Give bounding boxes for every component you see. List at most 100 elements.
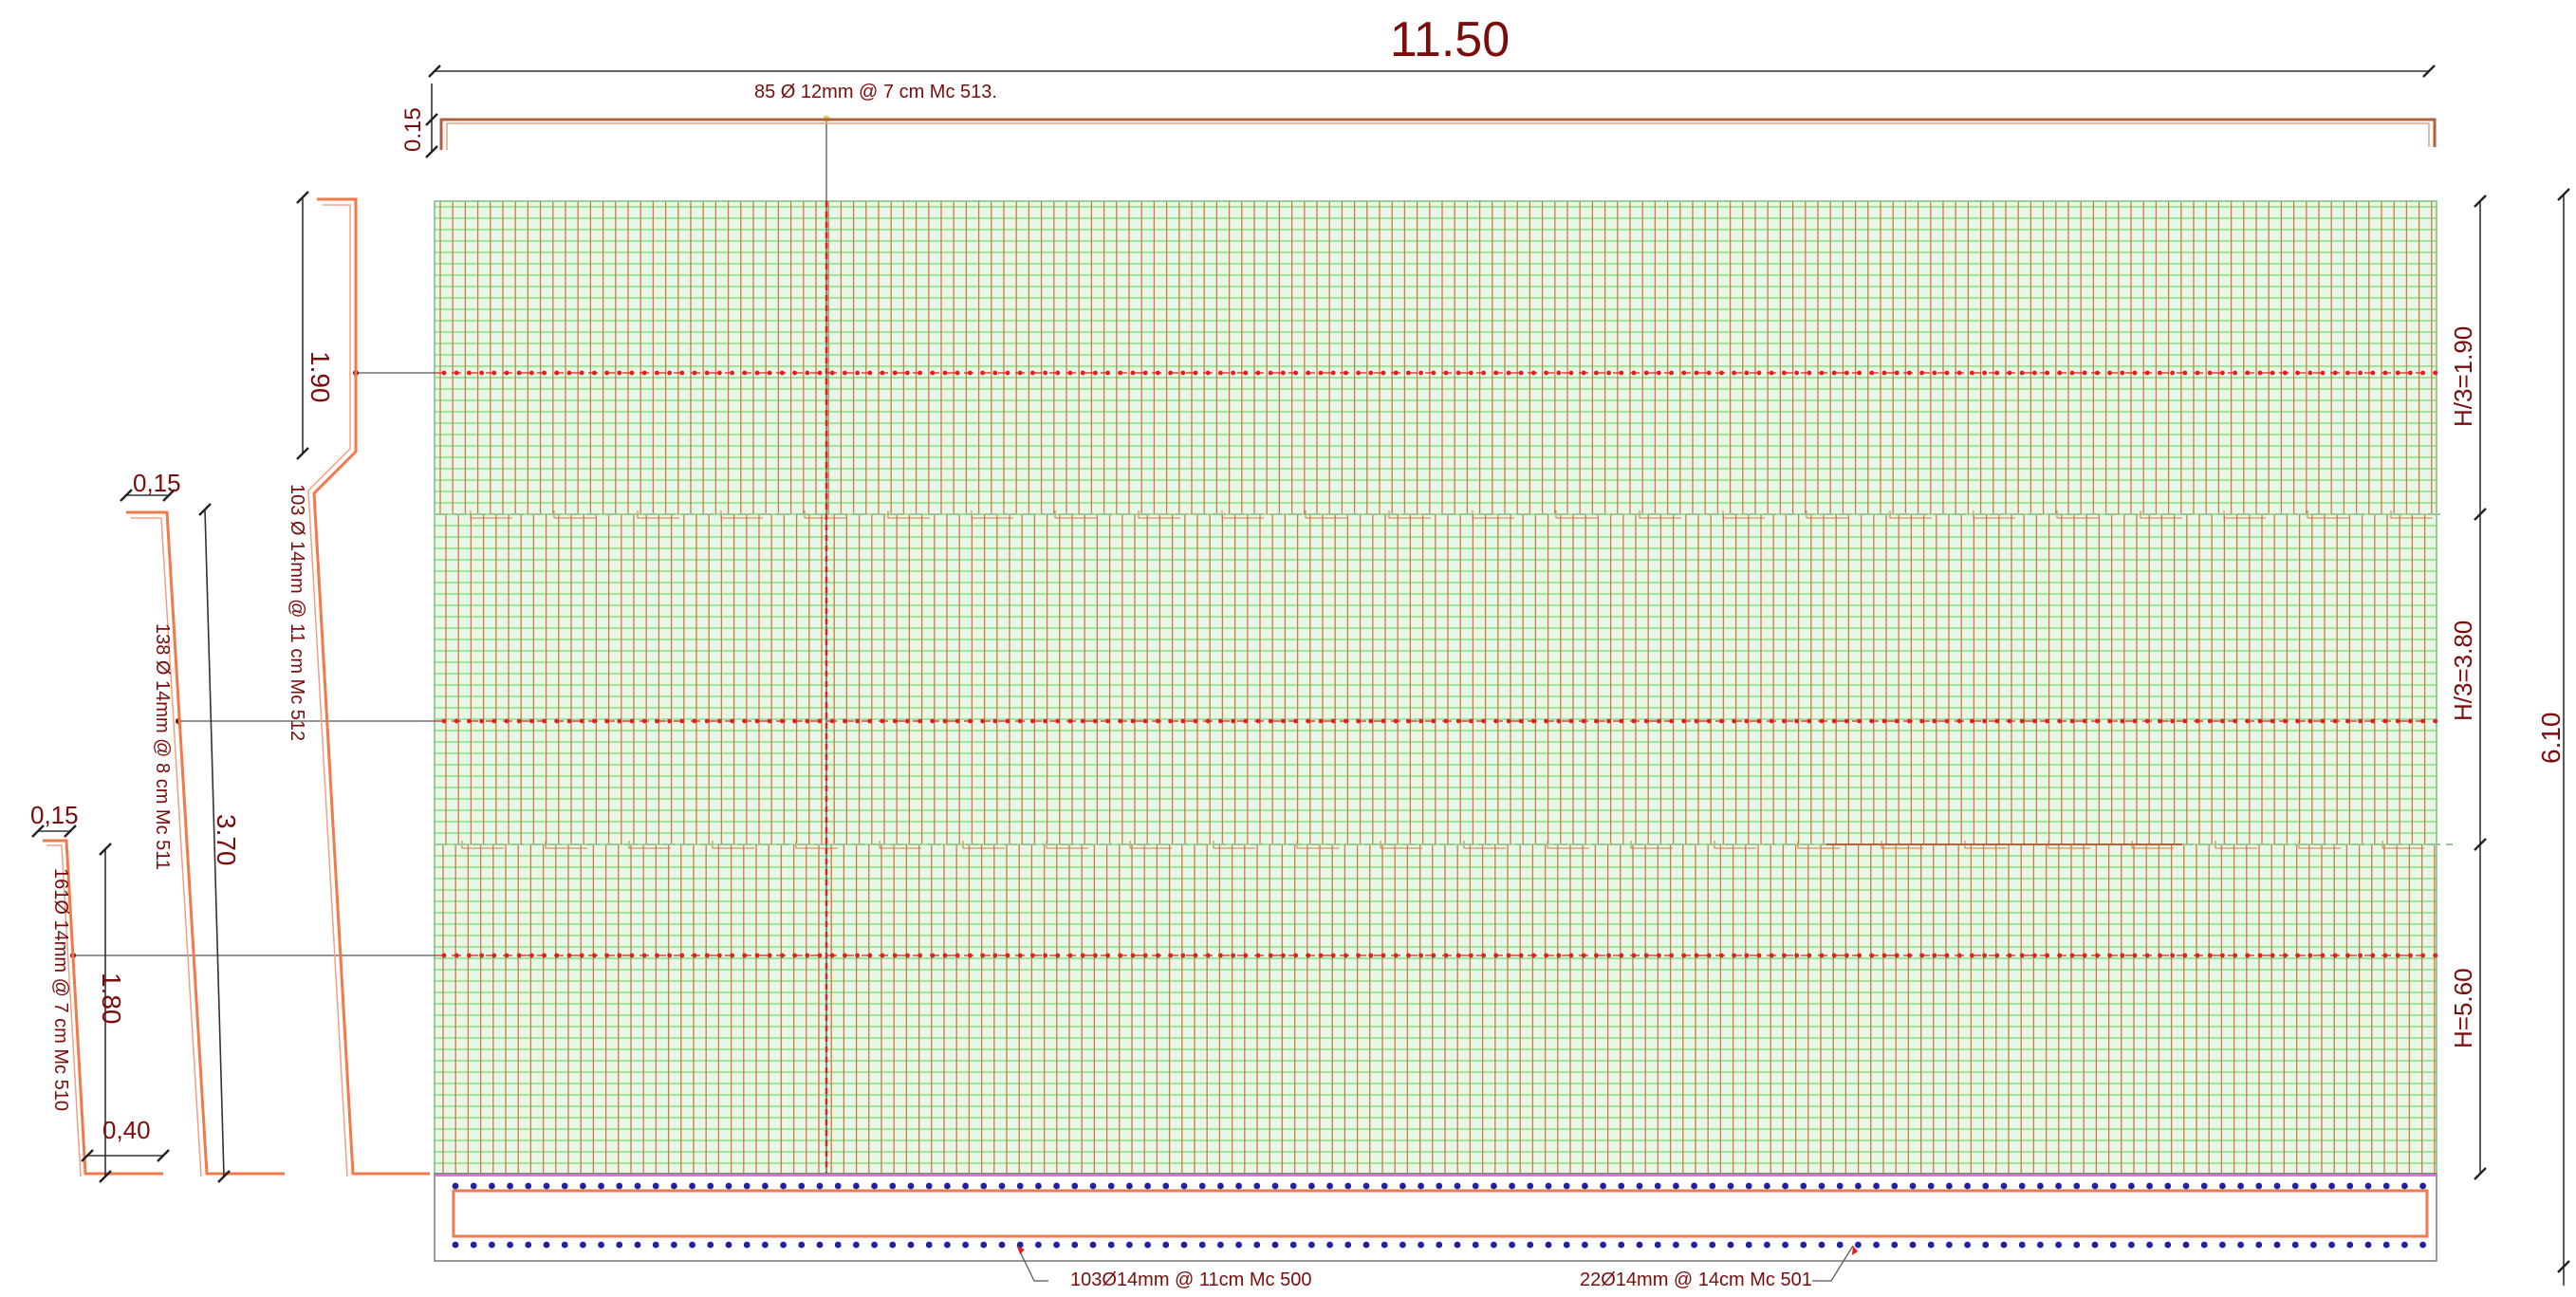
dowel: [1268, 953, 1273, 958]
dowel: [867, 953, 873, 958]
dowel: [1368, 953, 1374, 958]
dowel: [1594, 953, 1599, 958]
dowel: [730, 953, 734, 958]
dowel: [2095, 718, 2100, 724]
slab-bar: [1836, 1241, 1844, 1249]
slab-bar: [1071, 1241, 1079, 1249]
dowel: [942, 370, 948, 376]
lap-bar: [1889, 510, 1932, 519]
lap-bar: [628, 841, 671, 849]
dowel: [2082, 953, 2087, 958]
slab-bar: [998, 1241, 1006, 1249]
slab-bar: [2055, 1182, 2063, 1190]
dowel: [2144, 718, 2150, 724]
dowel: [1255, 953, 1261, 958]
slab-bar: [1381, 1241, 1388, 1249]
dowel: [2233, 718, 2238, 724]
slab-bar: [634, 1241, 641, 1249]
slab-bar: [1436, 1241, 1443, 1249]
dowel: [1431, 718, 1436, 724]
dowel: [529, 718, 534, 724]
slab-bar: [525, 1241, 532, 1249]
dowel: [1431, 953, 1436, 958]
bar-512-shape: [296, 191, 430, 1177]
base-slab: [434, 1173, 2437, 1262]
dowel: [805, 953, 810, 958]
dowel: [1857, 370, 1862, 376]
dowel: [1017, 718, 1023, 724]
dowel: [2095, 953, 2100, 958]
dowel: [917, 718, 922, 724]
dowel: [479, 953, 484, 958]
slab-bar: [580, 1182, 586, 1190]
slab-bar: [1545, 1182, 1552, 1190]
dowel: [780, 718, 785, 724]
dowel: [2007, 370, 2012, 376]
dowel: [2345, 370, 2350, 376]
bar-510-top: 0,15: [30, 801, 79, 829]
dowel: [1982, 718, 1988, 724]
slab-bar: [1217, 1182, 1224, 1190]
slab-bar: [1144, 1241, 1151, 1249]
slab-bar: [1982, 1182, 1990, 1190]
dowel: [629, 718, 635, 724]
dowel: [592, 953, 597, 958]
dowel: [1418, 370, 1423, 376]
slab-bars-bottom: [452, 1241, 2427, 1249]
slab-bar: [798, 1182, 806, 1190]
dowel: [1344, 953, 1348, 958]
dowel: [2283, 953, 2288, 958]
dowel: [2370, 953, 2376, 958]
dowel: [792, 370, 797, 376]
dowel: [843, 370, 847, 376]
dowel: [1318, 953, 1324, 958]
lap-bar: [1463, 841, 1506, 849]
slab-bar: [507, 1182, 513, 1190]
dowel: [2120, 953, 2125, 958]
lap-bar: [1380, 841, 1422, 849]
dowel: [1455, 953, 1461, 958]
slab-bar: [2018, 1241, 2026, 1249]
dowel: [917, 370, 922, 376]
dowel: [2007, 953, 2012, 958]
slab-bar: [2419, 1182, 2427, 1190]
dowel: [1594, 718, 1599, 724]
slab-bar: [1436, 1182, 1443, 1190]
dowel: [1994, 718, 2000, 724]
bar-511-top: 0,15: [133, 469, 181, 497]
slab-bar: [871, 1182, 878, 1190]
dowel: [1881, 370, 1887, 376]
bar-512-length: 1.90: [306, 351, 335, 403]
dowel: [491, 953, 497, 958]
dowel: [1506, 370, 1511, 376]
lap-bar: [962, 841, 1005, 849]
dowel: [467, 370, 472, 376]
slab-bar: [1071, 1182, 1079, 1190]
slab-bar: [853, 1241, 860, 1249]
dowel: [2245, 718, 2251, 724]
dowel: [1293, 718, 1298, 724]
slab-bar: [1289, 1241, 1297, 1249]
dowel: [717, 370, 722, 376]
dowel: [855, 370, 860, 376]
dowel: [2019, 953, 2025, 958]
dowel: [1093, 718, 1098, 724]
top-bar-label: 85 Ø 12mm @ 7 cm Mc 513.: [754, 82, 997, 102]
dowel: [2144, 370, 2150, 376]
slab-bar: [1727, 1182, 1734, 1190]
dowel: [2382, 718, 2388, 724]
slab-bar: [1873, 1241, 1880, 1249]
dowel: [1581, 953, 1586, 958]
dowel: [1469, 718, 1473, 724]
slab-bar: [1600, 1182, 1606, 1190]
dowel: [491, 718, 497, 724]
dowel: [1318, 718, 1324, 724]
dowel: [1531, 370, 1536, 376]
dowel: [641, 370, 647, 376]
dowel: [1956, 718, 1962, 724]
slab-bar: [1399, 1182, 1406, 1190]
slab-bar: [1107, 1241, 1115, 1249]
dowel: [679, 370, 685, 376]
dowel: [1782, 718, 1787, 724]
dowel: [1130, 953, 1136, 958]
